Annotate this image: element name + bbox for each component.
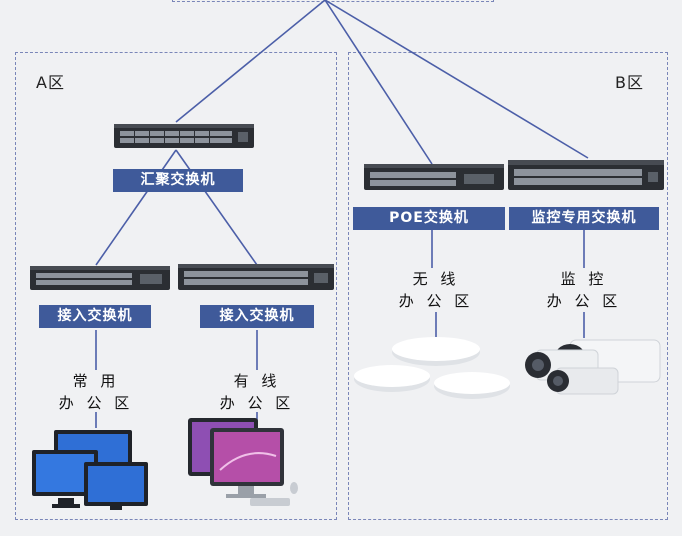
access-switch-left-tag: 接入交换机 [39,305,151,328]
core-zone-box [172,0,494,2]
wireless-office-area-label: 无 线 办 公 区 [398,270,474,310]
aggregation-switch-tag: 汇聚交换机 [113,169,243,192]
surveillance-office-area-label: 监 控 办 公 区 [546,270,622,310]
aggregation-switch-icon [114,124,254,148]
poe-switch-icon [364,164,504,190]
monitoring-switch-icon [508,160,664,190]
zone-a: A区 [15,52,337,520]
link-aggregation-access-left [95,149,177,266]
zone-a-label: A区 [36,73,65,92]
regular-office-area-label: 常 用 办 公 区 [58,372,134,412]
access-switch-right-icon [178,264,334,290]
poe-switch-tag: POE交换机 [353,207,505,230]
link-core-monitoring [324,0,589,159]
link-core-poe [324,0,433,165]
zone-b-label: B区 [615,73,644,92]
access-switch-right-tag: 接入交换机 [200,305,314,328]
wireless-access-point-icon [354,337,510,399]
access-switch-left-icon [30,266,170,290]
zone-b: B区 [348,52,668,520]
link-aggregation-access-right [175,149,258,266]
link-core-aggregation [175,0,326,123]
desktop-computer-icon [188,418,298,506]
wired-office-area-label: 有 线 办 公 区 [219,372,295,412]
monitoring-switch-tag: 监控专用交换机 [509,207,659,230]
surveillance-camera-icon [525,339,661,395]
monitor-icon [32,430,148,510]
